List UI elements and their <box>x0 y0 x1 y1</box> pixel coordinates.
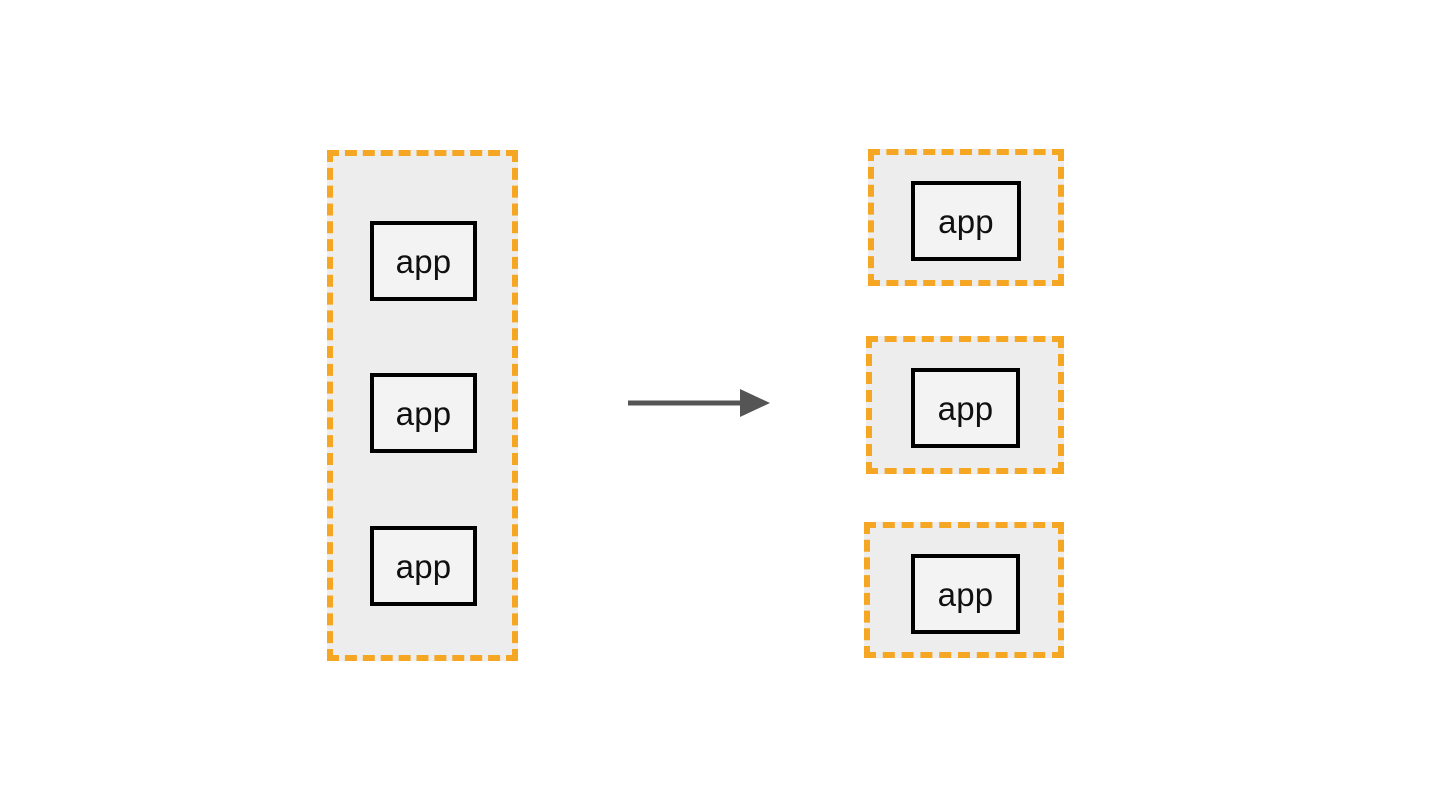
left-app-box-2[interactable]: app <box>370 373 477 453</box>
left-app-label-2: app <box>395 394 452 432</box>
right-app-label-3: app <box>937 575 994 613</box>
left-app-label-1: app <box>395 242 452 280</box>
right-app-box-1[interactable]: app <box>911 181 1021 261</box>
left-app-label-3: app <box>395 547 452 585</box>
left-app-box-1[interactable]: app <box>370 221 477 301</box>
right-app-label-2: app <box>937 389 994 427</box>
right-app-label-1: app <box>938 202 994 240</box>
left-app-box-3[interactable]: app <box>370 526 477 606</box>
right-app-box-3[interactable]: app <box>911 554 1020 634</box>
transformation-arrow-icon <box>624 385 774 421</box>
right-app-box-2[interactable]: app <box>911 368 1020 448</box>
